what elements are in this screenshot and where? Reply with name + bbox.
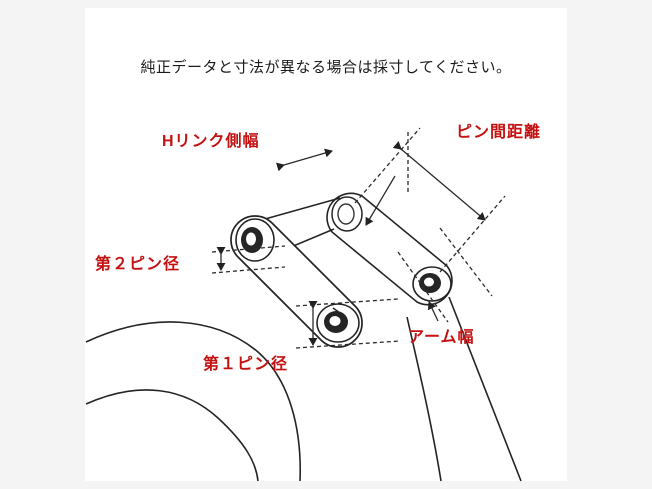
- arm-pin-boss: [412, 266, 452, 302]
- diagram-canvas: [85, 8, 567, 481]
- pin2-ext-1: [211, 245, 286, 253]
- pindist-ext-2: [439, 195, 506, 273]
- pindist-leader: [365, 175, 396, 226]
- label-pin2-diameter: 第２ピン径: [95, 256, 181, 273]
- label-pin1-diameter: 第１ピン径: [203, 356, 289, 373]
- rear-top-pin-boss: [331, 196, 363, 232]
- bucket-outline: [85, 321, 302, 482]
- label-hlink-side-width: Hリンク側幅: [162, 133, 260, 150]
- front-link-plate: [230, 215, 363, 348]
- arm-outline: [406, 296, 522, 482]
- label-arm-width: アーム幅: [408, 329, 475, 346]
- instruction-text: 純正データと寸法が異なる場合は採寸してください。: [140, 59, 512, 76]
- armwidth-leader: [427, 301, 439, 322]
- armwidth-ext-2: [439, 227, 493, 297]
- pindist-ext-1: [354, 127, 421, 204]
- armwidth-ext-1: [397, 251, 449, 323]
- pin2-ext-2: [211, 266, 286, 274]
- pindist-arrow: [392, 141, 486, 221]
- pin1-ext-2: [295, 340, 401, 349]
- hlink-width-arrow: [276, 148, 333, 172]
- label-pin-to-pin-distance: ピン間距離: [456, 124, 542, 141]
